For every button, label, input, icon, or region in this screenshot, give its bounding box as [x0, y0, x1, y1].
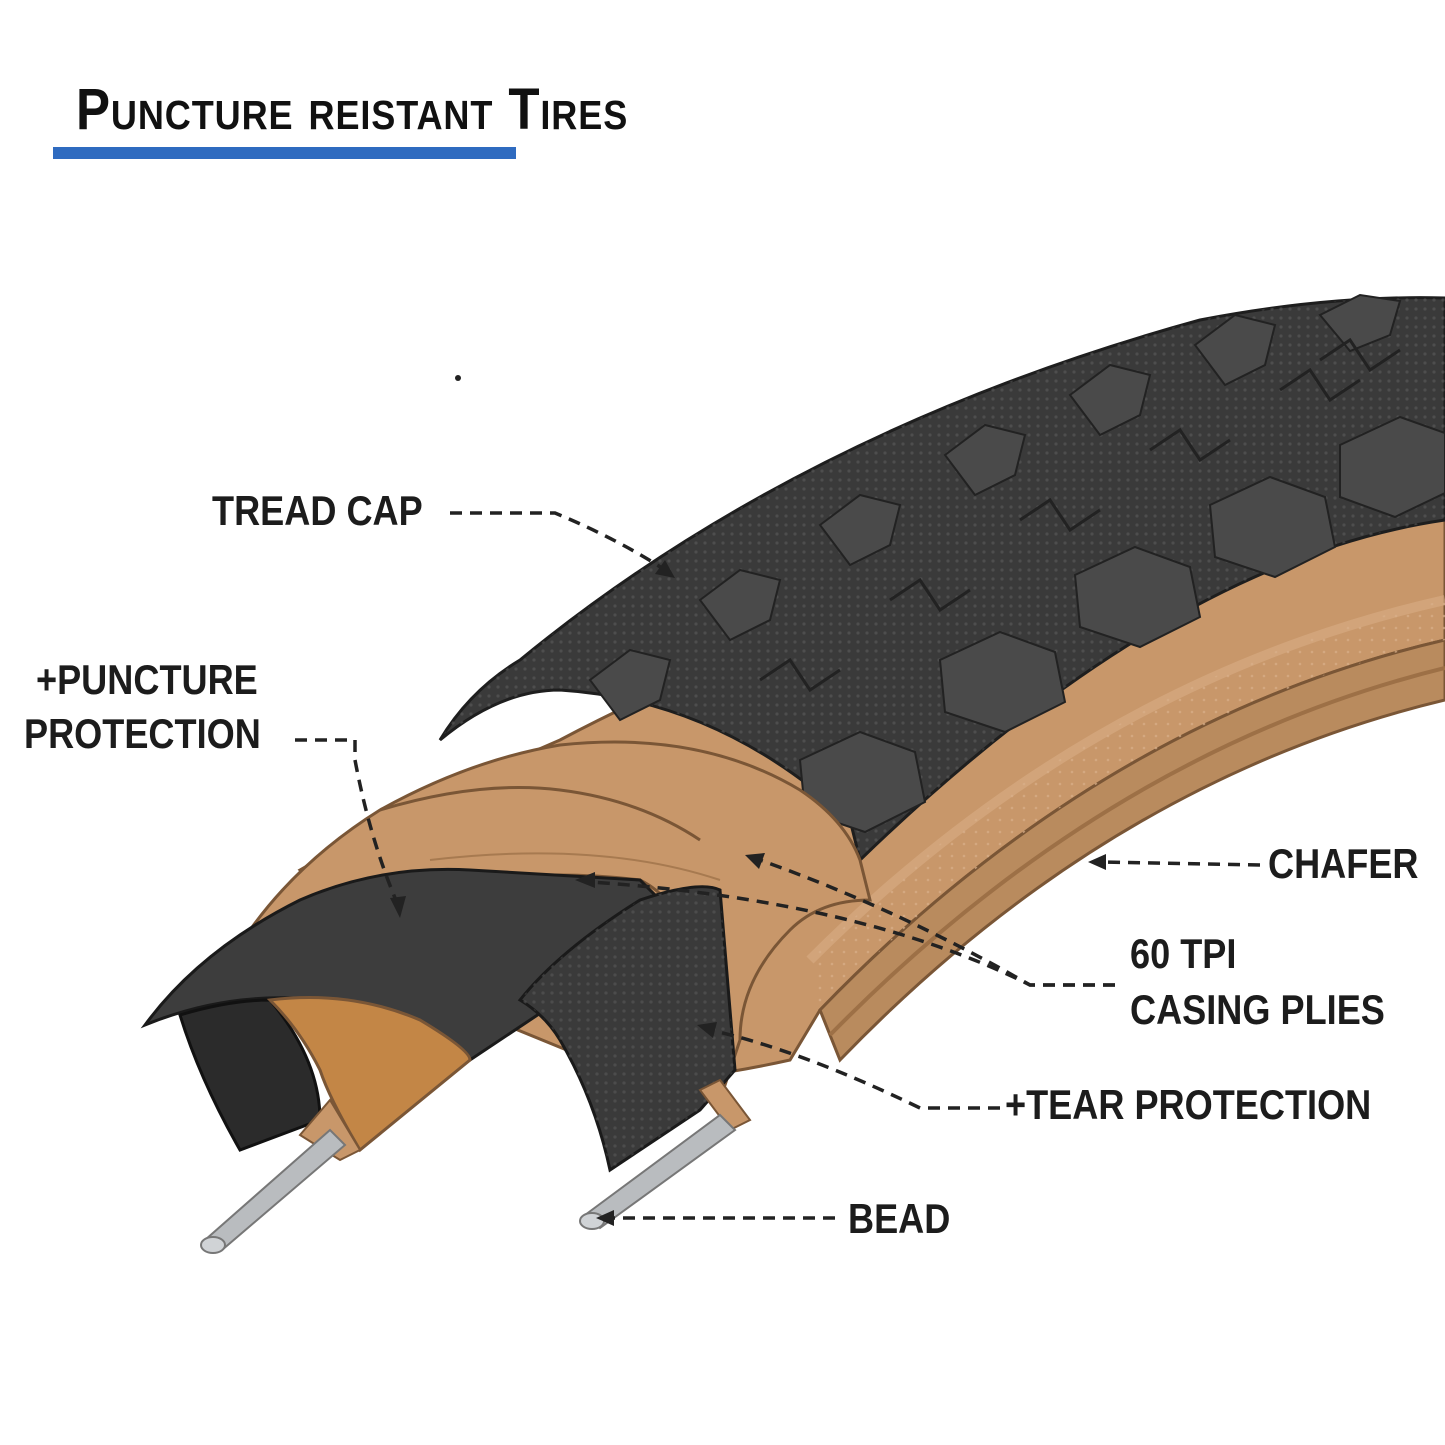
label-casing-line2: CASING PLIES — [1130, 986, 1385, 1033]
label-chafer: CHAFER — [1268, 840, 1419, 887]
bead-wires — [200, 1113, 737, 1254]
label-puncture-line2: PROTECTION — [24, 710, 261, 757]
tear-protection-layer — [517, 885, 752, 1173]
label-puncture-line1: +PUNCTURE — [36, 656, 258, 703]
label-casing-line1: 60 TPI — [1130, 930, 1237, 977]
label-bead: BEAD — [848, 1195, 951, 1242]
leader-arrowheads — [390, 560, 1106, 1226]
stray-dot — [455, 375, 461, 381]
label-tear-protection: +TEAR PROTECTION — [1005, 1081, 1372, 1128]
tread-cap — [438, 293, 1445, 863]
leader-lines — [295, 511, 1261, 1220]
puncture-protection-layer — [140, 867, 663, 1162]
page-title: Puncture reistant Tires — [76, 77, 629, 142]
title-underline — [53, 147, 516, 159]
label-tread-cap: TREAD CAP — [212, 487, 423, 534]
